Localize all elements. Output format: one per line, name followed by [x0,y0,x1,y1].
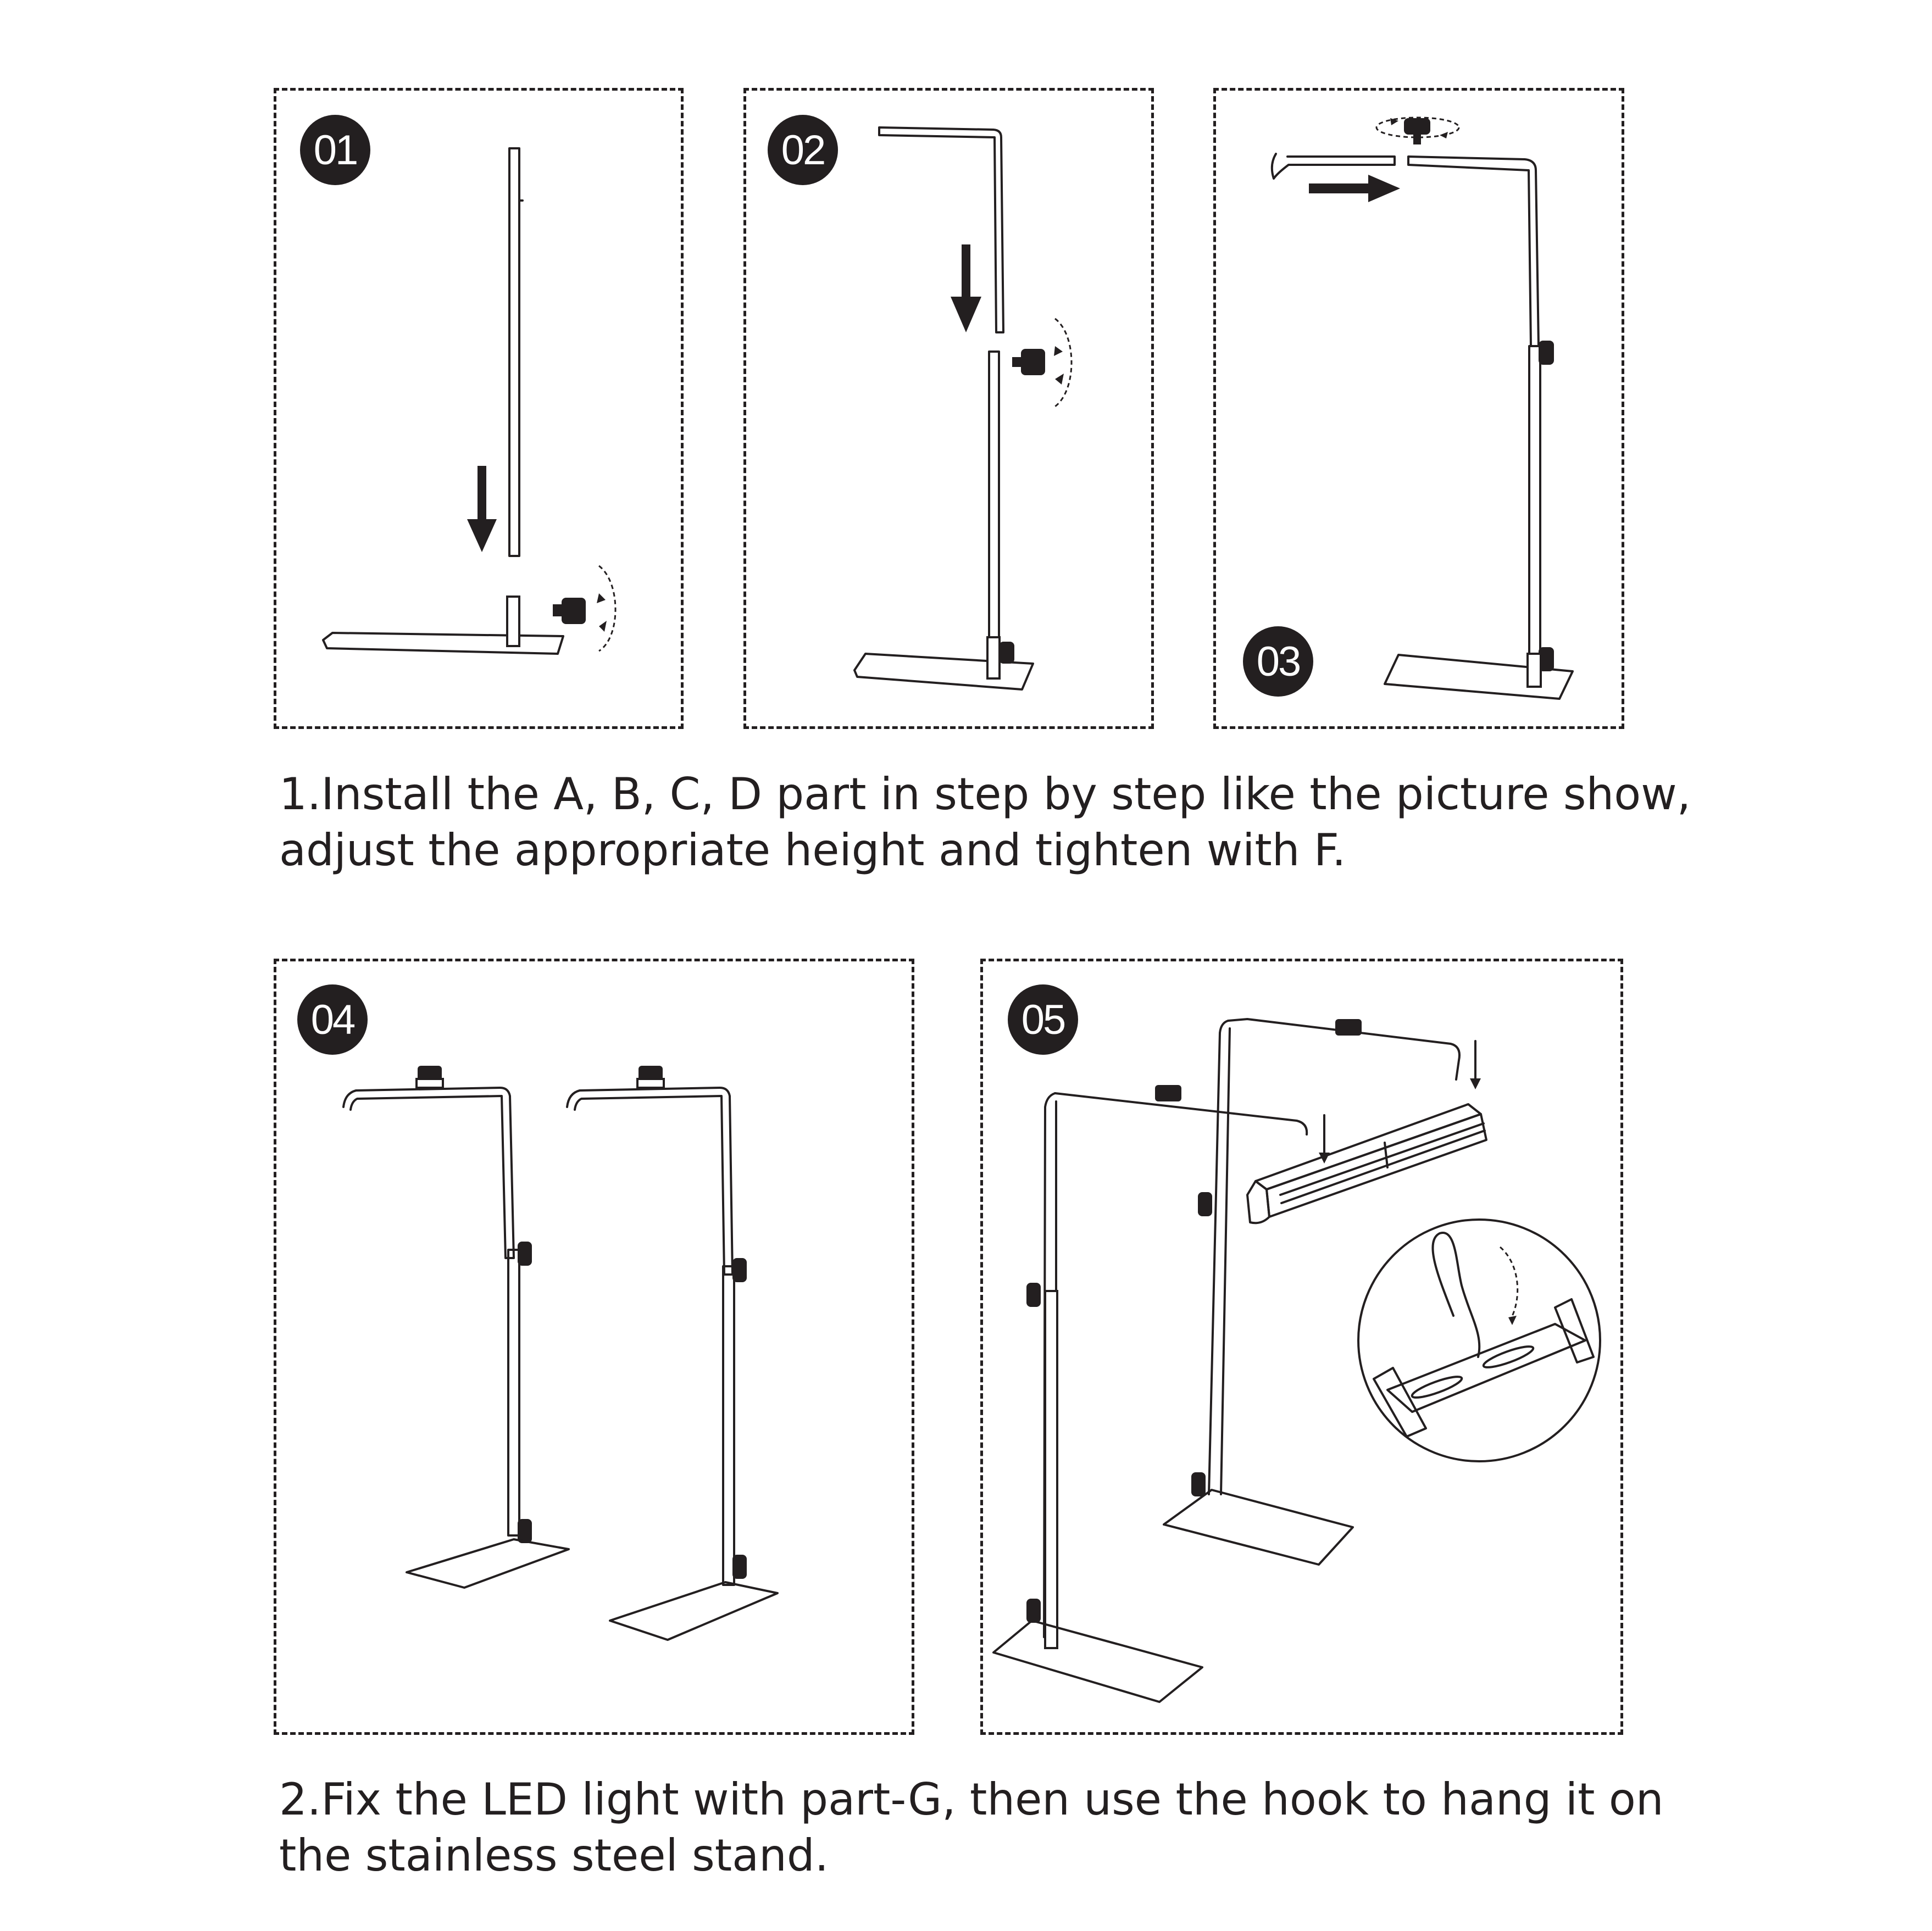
stand-right [566,1066,779,1641]
pole-part-b [508,147,524,557]
instruction-step-1: 1.Install the A, B, C, D part in step by… [279,769,1691,876]
magnified-bracket-part-g [1357,1218,1601,1462]
lock-knob-icon [1539,341,1554,671]
top-arm-part-c [1407,155,1540,347]
step-badge-02: 02 [768,115,838,185]
base-part-a [322,596,564,655]
step-badge-03: 03 [1243,626,1313,697]
step01-drawing [322,147,617,655]
led-light-fixture [1246,1103,1487,1225]
panel-step-03 [1213,88,1624,729]
down-arrow-icon [467,466,497,552]
base-part-a [853,636,1034,691]
base-part-a [1384,653,1574,700]
pole-part-b [1528,345,1541,660]
step05-drawing [992,1018,1601,1703]
stand-front [992,1085,1308,1703]
step-badge-04: 04 [297,984,368,1055]
step-badge-05: 05 [1008,984,1078,1055]
stand-back [1163,1018,1461,1566]
top-arm-part-c [878,126,1004,333]
right-arrow-icon [1309,175,1400,202]
panel-step-04 [274,959,914,1735]
panel-step-05 [980,959,1623,1735]
down-arrow-icon [951,244,981,332]
hook-part-d [1270,153,1396,180]
knob-part-f [1012,318,1073,408]
knob-part-f [553,565,617,652]
step04-drawing [342,1066,779,1641]
hook-arrow-icon [1319,1040,1481,1164]
step02-drawing [853,126,1073,691]
step-badge-01: 01 [300,115,370,185]
instruction-step-2: 2.Fix the LED light with part-G, then us… [279,1774,1664,1881]
pole-part-b [988,350,1000,671]
knob-part-f [1375,116,1460,144]
panel-step-01 [274,88,684,729]
step03-drawing [1270,116,1574,700]
panel-step-02 [743,88,1154,729]
stand-left [342,1066,570,1589]
